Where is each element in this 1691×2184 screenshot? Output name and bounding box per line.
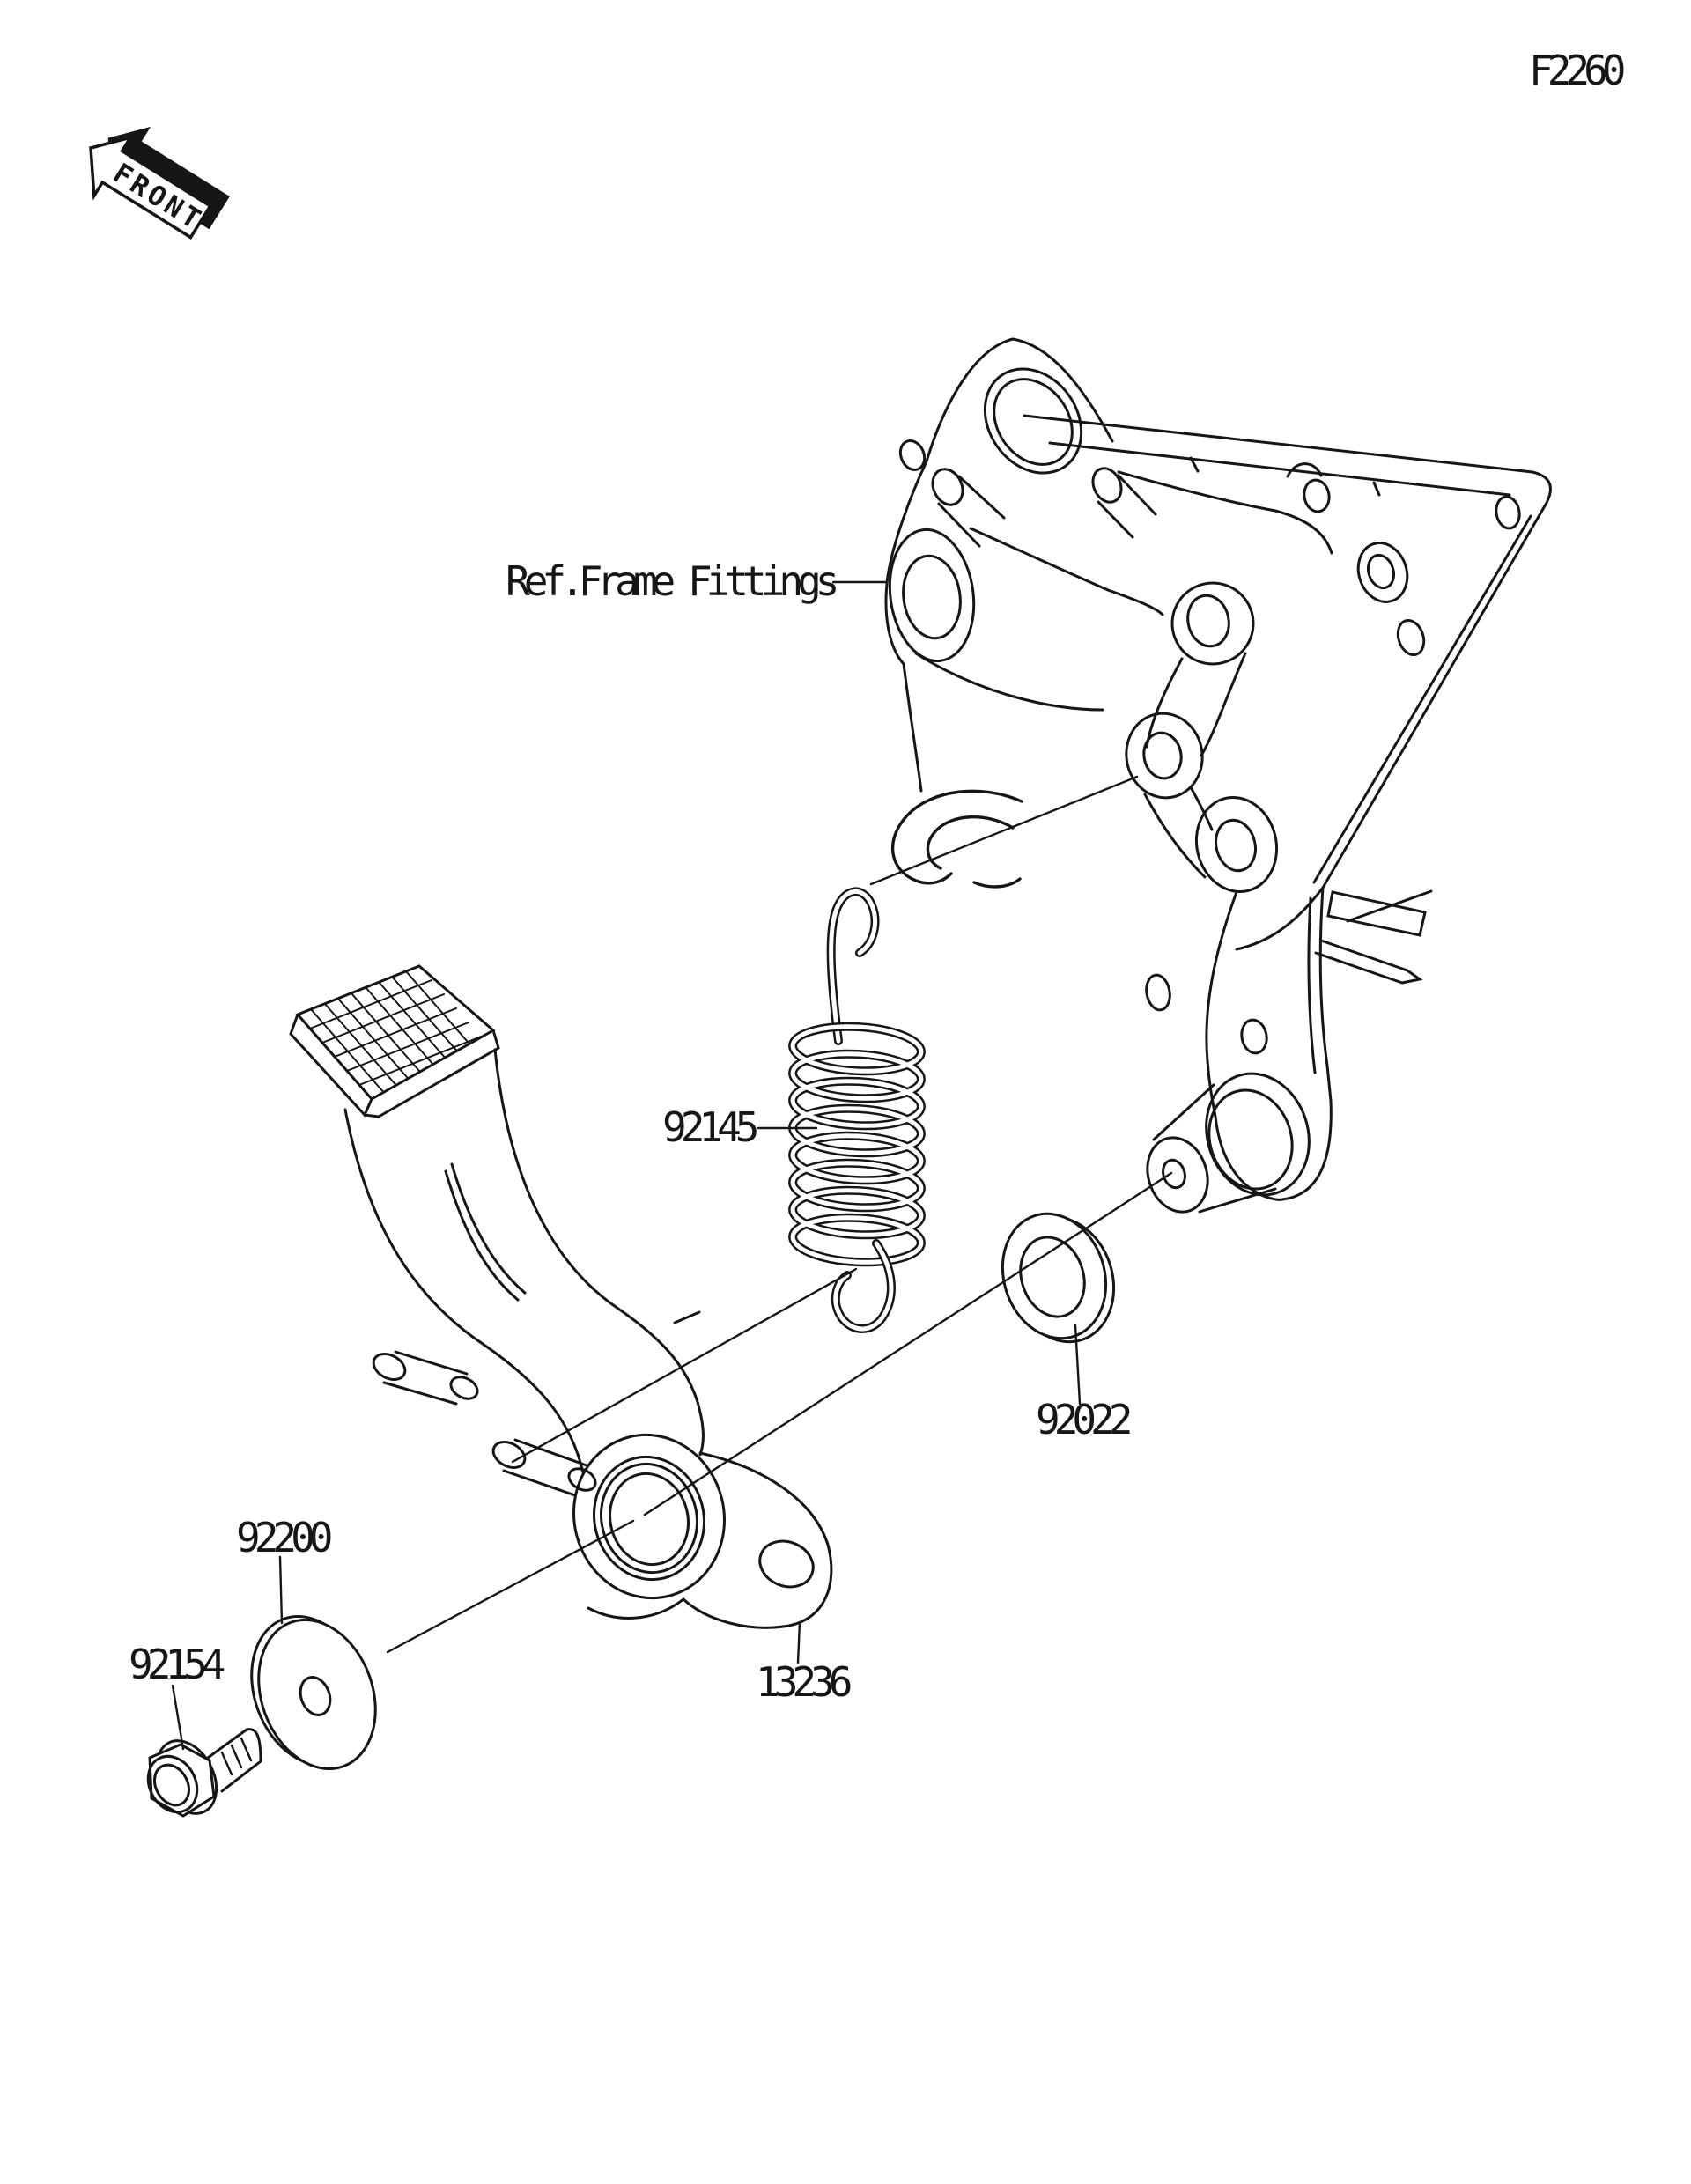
callout-92145: 92145 bbox=[662, 1103, 757, 1151]
pedal-pad-side bbox=[289, 1013, 500, 1118]
plate-outline bbox=[1023, 414, 1552, 889]
pedal-arm-break-tick bbox=[673, 1310, 701, 1324]
lower-arm-bottom bbox=[1214, 1099, 1333, 1201]
lower-arm-left-edge bbox=[1205, 890, 1238, 1118]
callout-92200: 92200 bbox=[236, 1514, 331, 1561]
body-contour-1 bbox=[969, 527, 1110, 592]
leader-lines bbox=[171, 580, 1173, 1751]
page-code: F2260 bbox=[1529, 47, 1624, 94]
bolt-head-face-outer bbox=[146, 1754, 199, 1814]
axis-spring-top bbox=[869, 775, 1139, 886]
frame-fitting-bracket-drawing bbox=[884, 337, 1552, 1214]
body-contour-2 bbox=[914, 652, 1104, 712]
pivot-boss-ring-mid bbox=[1207, 1088, 1294, 1191]
bearing-ring-2 bbox=[599, 1462, 699, 1575]
link-eye-3-outer bbox=[1194, 795, 1279, 894]
bracket-plate-outline bbox=[587, 1451, 833, 1629]
leader-92154 bbox=[171, 1684, 185, 1751]
leader-92200 bbox=[278, 1555, 284, 1625]
small-bore-right bbox=[1091, 467, 1123, 504]
flange-bolt-92154-drawing bbox=[146, 1728, 262, 1818]
pivot-boss-side-lines bbox=[1152, 1083, 1277, 1214]
small-bore-left bbox=[931, 468, 964, 506]
body-contour-3 bbox=[1106, 588, 1164, 616]
pedal-pin-upper bbox=[372, 1350, 479, 1406]
spring-top-hook bbox=[826, 887, 880, 1045]
plate-boss-2 bbox=[1396, 618, 1426, 657]
top-lobe-eye-outer bbox=[983, 367, 1083, 475]
top-lobe-eye-inner bbox=[993, 378, 1074, 466]
plain-washer-92200-drawing bbox=[250, 1614, 377, 1771]
washer-92022-outer bbox=[1001, 1212, 1108, 1340]
brake-pedal-drawing bbox=[289, 964, 705, 1497]
left-bore-outer bbox=[888, 528, 976, 663]
link-eye-1-inner bbox=[1186, 594, 1230, 648]
pedal-arm-right-edge bbox=[493, 1048, 705, 1457]
bolt-threads bbox=[220, 1737, 253, 1776]
axis-boss-to-pivot bbox=[643, 1171, 1173, 1516]
axis-spring-bottom bbox=[511, 1267, 858, 1464]
bolt-hex-head bbox=[148, 1743, 216, 1818]
plate-hole-top-right bbox=[1495, 495, 1521, 530]
spring-anchor-fork bbox=[890, 789, 1023, 889]
washer-92200-hole bbox=[299, 1676, 332, 1716]
small-bore-left-barrel bbox=[937, 475, 1006, 548]
left-bore-inner bbox=[902, 554, 962, 640]
washer-92022-inner bbox=[1019, 1236, 1086, 1318]
front-arrow: FRONT bbox=[89, 126, 230, 240]
link-arm-lines bbox=[1143, 652, 1247, 879]
lower-arm-right-edge bbox=[1318, 886, 1333, 1103]
pedal-pad-grip-pattern bbox=[309, 970, 482, 1095]
spring-bottom-hook bbox=[831, 1239, 896, 1333]
pedal-bracket-13236-drawing bbox=[572, 1433, 833, 1629]
plate-boss-1-inner bbox=[1366, 553, 1396, 590]
top-small-boss bbox=[898, 439, 927, 471]
bearing-ring-1 bbox=[593, 1455, 705, 1582]
top-lobe-outline bbox=[884, 337, 1114, 793]
spring-coils-core bbox=[790, 1024, 924, 1265]
pedal-arm-left-edge bbox=[343, 1108, 585, 1474]
plate-gasket-inner-line bbox=[1048, 441, 1532, 884]
gusset-line bbox=[1235, 886, 1325, 951]
arm-hole-1 bbox=[1145, 973, 1171, 1012]
lower-arm-inner-line bbox=[1307, 896, 1317, 1074]
link-eye-2-outer bbox=[1125, 712, 1204, 800]
leader-92022 bbox=[1074, 1324, 1082, 1406]
return-spring-92145-drawing bbox=[788, 887, 926, 1333]
leader-13236 bbox=[796, 1620, 801, 1664]
bearing-ring-3 bbox=[608, 1472, 690, 1567]
plate-hole-mid bbox=[1303, 478, 1331, 513]
arm-hole-2 bbox=[1240, 1018, 1268, 1055]
bolt-head-face-inner bbox=[153, 1763, 190, 1807]
bracket-small-hole bbox=[758, 1539, 815, 1589]
plate-boss-1-outer bbox=[1356, 542, 1409, 603]
callout-ref-frame-fittings: Ref.Frame Fittings bbox=[506, 557, 837, 605]
pivot-boss-face bbox=[1146, 1136, 1209, 1214]
upper-band bbox=[1117, 470, 1333, 555]
stop-pin bbox=[1314, 889, 1433, 985]
link-eye-1-outer bbox=[1170, 581, 1255, 666]
bracket-boss-outer bbox=[572, 1433, 726, 1600]
plate-top-bump bbox=[1189, 456, 1381, 497]
pivot-boss-ring-outer bbox=[1205, 1072, 1311, 1197]
callout-13236: 13236 bbox=[756, 1658, 851, 1706]
callout-92154: 92154 bbox=[129, 1641, 225, 1688]
axis-92200-to-boss bbox=[386, 1519, 635, 1654]
pedal-arm-slot bbox=[444, 1162, 527, 1302]
link-eye-2-inner bbox=[1142, 731, 1183, 780]
washer-92200-outer bbox=[257, 1618, 377, 1771]
pivot-boss-center-hole bbox=[1162, 1158, 1186, 1190]
link-eye-3-inner bbox=[1215, 818, 1257, 873]
front-arrow-face bbox=[89, 135, 213, 240]
bolt-shank bbox=[206, 1728, 262, 1793]
callout-92022: 92022 bbox=[1036, 1396, 1130, 1443]
washer-92022-drawing bbox=[1001, 1212, 1116, 1344]
small-bore-right-barrel bbox=[1097, 474, 1157, 539]
